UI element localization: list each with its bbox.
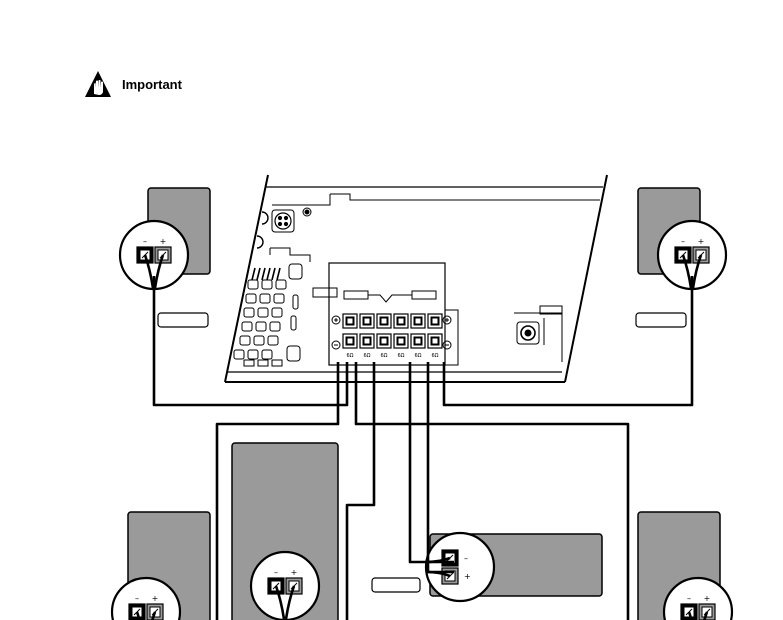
speaker-terminal [342,333,358,349]
important-notice: Important [84,70,182,98]
front-left-speaker: –+ [118,187,211,328]
speaker-terminal [427,333,443,349]
terminal-callout-front-right: –+ [656,219,728,291]
polarity-label: – [687,594,691,603]
polarity-label: + [464,572,471,581]
warning-hand-icon [85,71,111,97]
terminal-impedance-label: 6Ω [346,353,353,359]
receiver-rear-panel [224,174,608,383]
vent-grid [233,263,303,367]
terminal-impedance-label: 6Ω [380,353,387,359]
polarity-label: + [160,237,167,246]
terminal-callout-surround-left: –+ [110,576,182,620]
polarity-label: – [135,594,139,603]
terminal-callout-surround-right: –+ [662,576,734,620]
speaker-terminal [410,313,426,329]
speaker-terminal [359,333,375,349]
front-right-speaker: –+ [635,187,728,328]
surround-left-speaker: –+ [110,511,211,620]
speaker-terminal [393,313,409,329]
polarity-label: – [143,237,147,246]
speaker-terminal [427,313,443,329]
speaker-terminal [376,313,392,329]
terminal-impedance-label: 6Ω [414,353,421,359]
terminal-impedance-label: 6Ω [397,353,404,359]
polarity-label: – [681,237,685,246]
speaker-wires [152,276,694,620]
terminal-impedance-label: 6Ω [363,353,370,359]
notice-title: Important [122,76,182,92]
subwoofer-speaker: –+ [231,442,339,620]
speaker-terminal-strip: 6Ω 6Ω 6Ω 6Ω 6Ω 6Ω [342,313,443,359]
speaker-terminal [376,333,392,349]
polarity-label: + [291,568,298,577]
speaker-terminal [342,313,358,329]
terminal-impedance-label: 6Ω [431,353,438,359]
polarity-label: – [274,568,278,577]
speaker-terminal [393,333,409,349]
terminal-callout-center: –+ [424,531,496,603]
center-speaker: –+ [371,531,603,603]
terminal-callout-front-left: –+ [118,219,190,291]
polarity-label: – [464,554,468,563]
surround-right-speaker: –+ [637,511,734,620]
speaker-terminal [410,333,426,349]
polarity-label: + [698,237,705,246]
polarity-label: + [152,594,159,603]
speaker-terminal [359,313,375,329]
polarity-label: + [704,594,711,603]
terminal-callout-subwoofer: –+ [249,550,321,620]
